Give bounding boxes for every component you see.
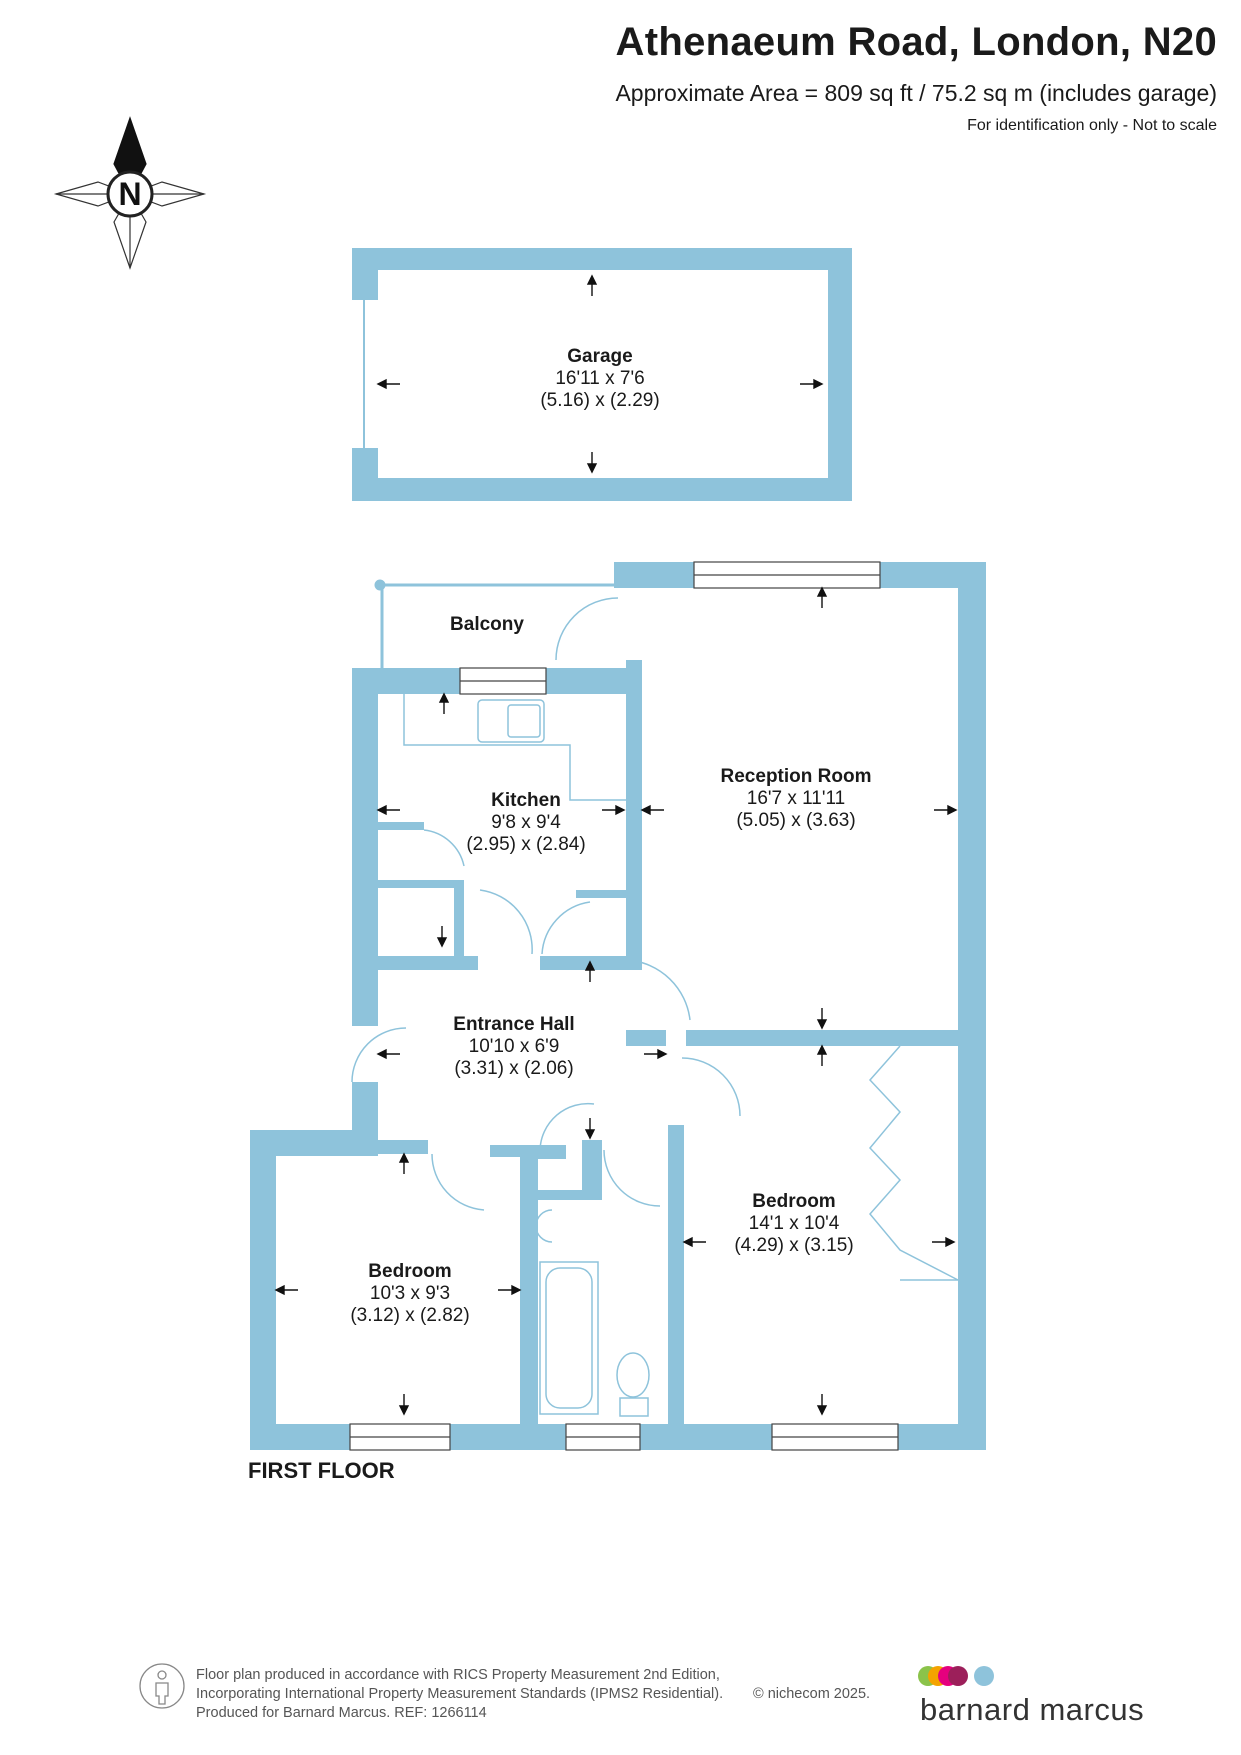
room-bedroom2-label: Bedroom 14'1 x 10'4 (4.29) x (3.15)	[734, 1191, 853, 1256]
svg-text:Entrance Hall: Entrance Hall	[453, 1014, 574, 1035]
room-garage-label: Garage 16'11 x 7'6 (5.16) x (2.29)	[540, 346, 659, 411]
svg-text:(2.95) x (2.84): (2.95) x (2.84)	[466, 834, 585, 855]
svg-text:(5.05) x (3.63): (5.05) x (3.63)	[736, 810, 855, 831]
garage-walls	[352, 248, 852, 501]
svg-text:Bedroom: Bedroom	[752, 1191, 835, 1212]
footer-line-3: Produced for Barnard Marcus. REF: 126611…	[196, 1705, 487, 1721]
room-bedroom1-label: Bedroom 10'3 x 9'3 (3.12) x (2.82)	[350, 1261, 469, 1326]
svg-text:14'1 x 10'4: 14'1 x 10'4	[749, 1213, 840, 1234]
svg-text:16'11 x 7'6: 16'11 x 7'6	[555, 368, 644, 389]
svg-text:(3.31) x (2.06): (3.31) x (2.06)	[454, 1058, 573, 1079]
footer-notes: Floor plan produced in accordance with R…	[196, 1666, 723, 1723]
svg-text:(5.16) x (2.29): (5.16) x (2.29)	[540, 390, 659, 411]
page-title: Athenaeum Road, London, N20	[615, 20, 1217, 64]
svg-text:(4.29) x (3.15): (4.29) x (3.15)	[734, 1235, 853, 1256]
scale-note: For identification only - Not to scale	[967, 117, 1217, 134]
svg-text:10'10 x 6'9: 10'10 x 6'9	[469, 1036, 560, 1057]
svg-text:9'8 x 9'4: 9'8 x 9'4	[491, 812, 561, 833]
person-icon	[139, 1663, 185, 1709]
dimension-arrows	[274, 274, 958, 1416]
svg-text:Balcony: Balcony	[450, 614, 524, 635]
brand-logo: barnard marcus	[920, 1692, 1145, 1727]
compass-north-label: N	[118, 176, 141, 212]
wardrobe	[868, 1045, 959, 1281]
svg-text:Kitchen: Kitchen	[491, 790, 561, 811]
copyright: © nichecom 2025.	[753, 1686, 871, 1702]
svg-text:Garage: Garage	[567, 346, 632, 367]
windows	[349, 561, 899, 1451]
svg-text:10'3 x 9'3: 10'3 x 9'3	[370, 1283, 450, 1304]
compass-icon	[53, 116, 207, 270]
footer-line-1: Floor plan produced in accordance with R…	[196, 1667, 720, 1683]
footer-line-2: Incorporating International Property Mea…	[196, 1686, 724, 1702]
room-balcony-label: Balcony	[450, 614, 524, 635]
svg-text:Reception Room: Reception Room	[721, 766, 872, 787]
room-kitchen-label: Kitchen 9'8 x 9'4 (2.95) x (2.84)	[466, 790, 585, 855]
room-hall-label: Entrance Hall 10'10 x 6'9 (3.31) x (2.06…	[453, 1014, 574, 1079]
svg-text:16'7 x 11'11: 16'7 x 11'11	[747, 788, 845, 809]
doors	[351, 597, 741, 1211]
flat-walls	[250, 562, 986, 1450]
bathroom-fittings	[535, 1209, 650, 1417]
brand-dot	[974, 1666, 994, 1686]
room-reception-label: Reception Room 16'7 x 11'11 (5.05) x (3.…	[721, 766, 872, 831]
floor-label: FIRST FLOOR	[248, 1458, 395, 1483]
balcony-outline	[374, 579, 614, 668]
kitchen-fittings	[403, 694, 626, 801]
svg-text:(3.12) x (2.82): (3.12) x (2.82)	[350, 1305, 469, 1326]
area-summary: Approximate Area = 809 sq ft / 75.2 sq m…	[615, 80, 1217, 106]
brand-dot	[948, 1666, 968, 1686]
svg-text:Bedroom: Bedroom	[368, 1261, 451, 1282]
